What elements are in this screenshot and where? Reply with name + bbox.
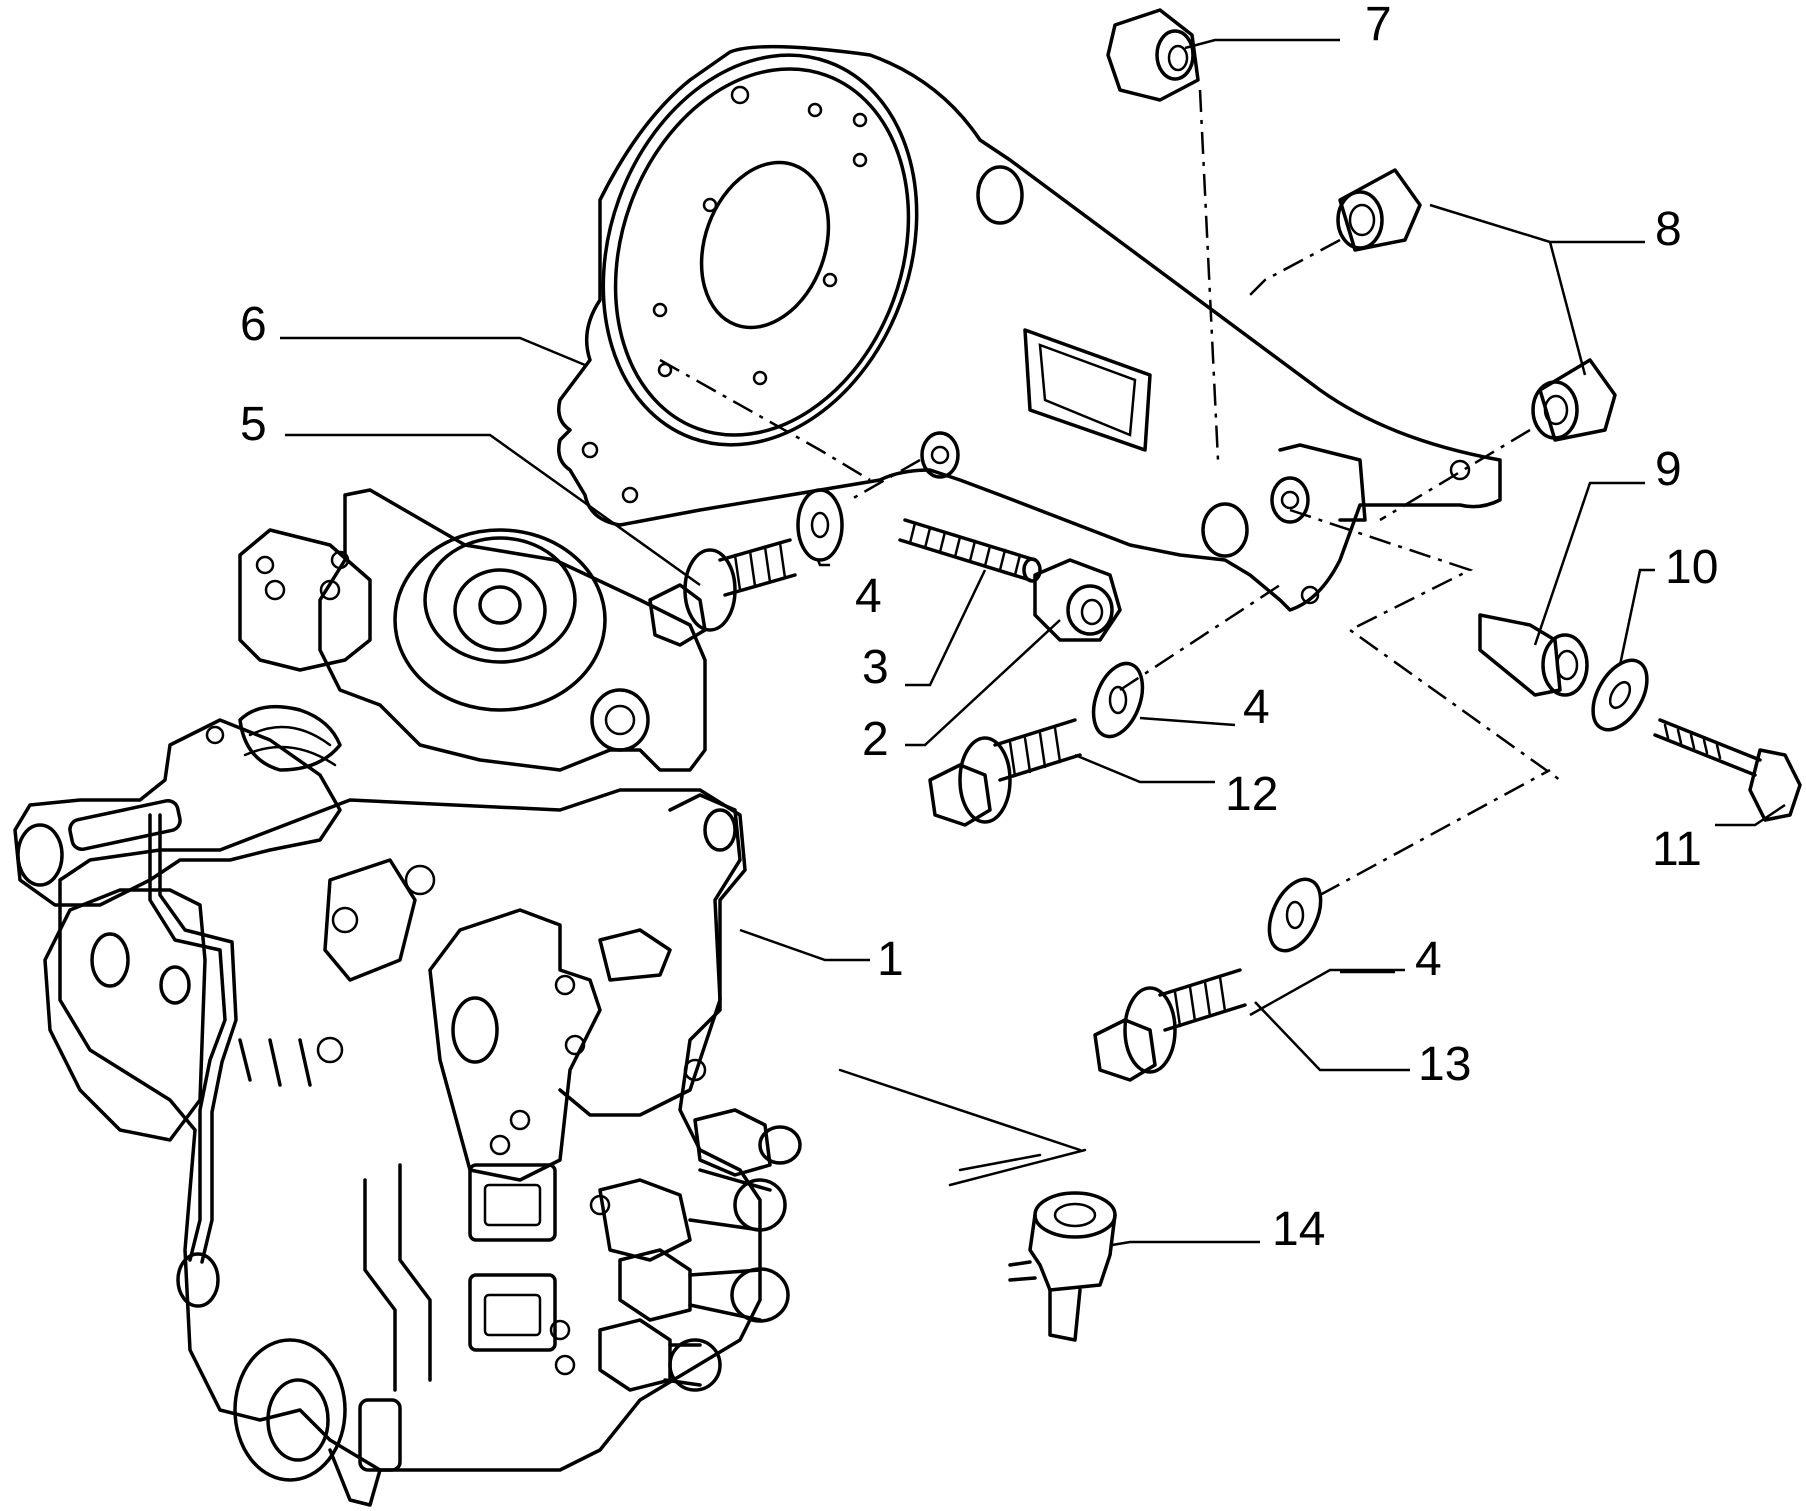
callout-13: 13 — [1418, 1038, 1471, 1091]
part-7-nut — [1106, 8, 1200, 102]
callout-labels: 1 2 3 4 4 4 5 6 7 8 9 10 11 12 13 14 — [240, 0, 1718, 1256]
part-4-washer-lower — [1267, 877, 1323, 953]
part-10-washer — [1591, 658, 1649, 732]
part-6-mounting-bracket — [557, 44, 1502, 612]
callout-4-upper: 4 — [855, 570, 882, 623]
callout-6: 6 — [240, 298, 267, 351]
callout-4-middle: 4 — [1243, 681, 1270, 734]
part-14-sensor — [1008, 1191, 1117, 1342]
callout-9: 9 — [1655, 443, 1682, 496]
callout-8: 8 — [1655, 203, 1682, 256]
part-13-bolt — [1093, 968, 1247, 1082]
callout-7: 7 — [1365, 0, 1392, 51]
part-4-washer-upper — [796, 488, 844, 562]
part-1-injection-pump — [13, 488, 802, 1507]
leader-lines — [280, 38, 1786, 1247]
callout-1: 1 — [877, 933, 904, 986]
callout-5: 5 — [240, 398, 267, 451]
part-11-bolt — [1653, 718, 1802, 822]
part-8-spacer-lower — [1531, 358, 1617, 442]
part-9-sleeve — [1478, 613, 1589, 697]
callout-14: 14 — [1272, 1203, 1325, 1256]
part-3-stud — [898, 518, 1042, 583]
callout-10: 10 — [1665, 541, 1718, 594]
callout-4-lower: 4 — [1415, 933, 1442, 986]
part-4-washer-middle — [1091, 661, 1145, 739]
part-5-bolt — [648, 538, 797, 647]
part-2-nut — [1033, 558, 1122, 642]
assembly-center-lines — [659, 89, 1561, 1187]
callout-3: 3 — [862, 641, 889, 694]
callout-12: 12 — [1225, 768, 1278, 821]
part-8-spacer-upper — [1336, 168, 1422, 252]
callout-11: 11 — [1652, 823, 1702, 876]
part-12-bolt — [928, 718, 1082, 827]
callout-2: 2 — [862, 713, 889, 766]
